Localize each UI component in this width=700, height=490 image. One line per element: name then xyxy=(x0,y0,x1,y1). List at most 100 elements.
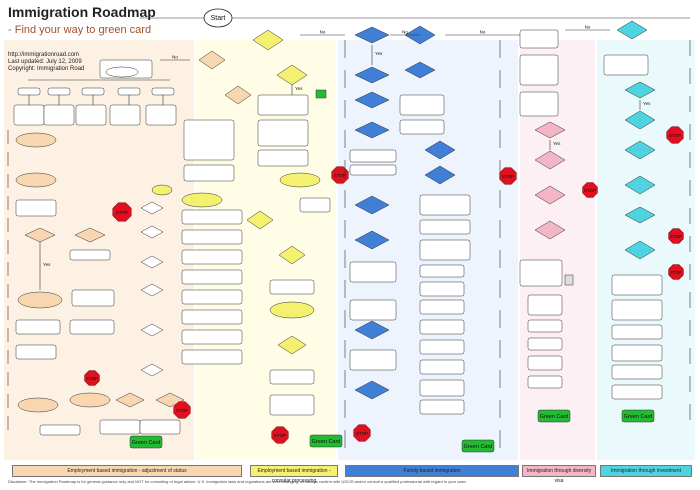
process-box xyxy=(15,319,61,335)
last-updated: Last updated: July 12, 2009 xyxy=(8,59,82,65)
process-box xyxy=(117,87,141,96)
decision-diamond xyxy=(276,64,308,86)
stop-label: STOP xyxy=(584,188,596,193)
legend-employment-cp: Employment based immigration - consular … xyxy=(250,465,338,484)
yes-connector-label: Yes xyxy=(375,51,383,56)
process-box xyxy=(527,294,563,316)
process-box xyxy=(527,375,563,389)
process-box xyxy=(419,379,465,397)
process-box xyxy=(519,91,559,117)
process-box xyxy=(419,264,465,278)
decision-diamond xyxy=(140,255,164,269)
stop-label: STOP xyxy=(356,431,368,436)
process-box xyxy=(611,299,663,321)
decision-diamond xyxy=(354,195,390,215)
process-box xyxy=(181,269,243,285)
stop-label: STOP xyxy=(669,133,681,138)
process-box xyxy=(349,149,397,163)
process-box xyxy=(519,29,559,49)
decision-diamond xyxy=(140,201,164,215)
process-box xyxy=(349,299,397,321)
yes-badge xyxy=(315,89,327,99)
decision-diamond xyxy=(404,61,436,79)
decision-diamond xyxy=(278,245,306,265)
decision-diamond xyxy=(354,91,390,109)
stop-label: STOP xyxy=(274,433,286,438)
stop-sign xyxy=(112,202,132,222)
decision-oval xyxy=(151,184,173,196)
decision-oval xyxy=(17,397,59,413)
no-connector-label: No xyxy=(402,30,408,35)
process-box xyxy=(145,104,177,126)
process-box xyxy=(537,409,571,423)
process-box xyxy=(419,219,471,235)
decision-diamond xyxy=(624,206,656,224)
decision-diamond xyxy=(74,227,106,243)
process-box xyxy=(39,424,81,436)
decision-diamond xyxy=(198,50,226,70)
decision-diamond xyxy=(424,140,456,160)
process-box xyxy=(309,434,343,448)
process-box xyxy=(181,229,243,245)
decision-diamond xyxy=(534,150,566,170)
decision-diamond xyxy=(354,26,390,44)
stop-label: STOP xyxy=(86,376,98,381)
process-box xyxy=(461,439,495,453)
decision-diamond xyxy=(140,225,164,239)
yes-connector-label: Yes xyxy=(553,141,561,146)
process-box xyxy=(13,104,45,126)
stop-sign xyxy=(666,126,684,144)
computer-icon xyxy=(564,274,574,286)
process-box xyxy=(399,94,445,116)
process-box xyxy=(269,394,315,416)
process-box xyxy=(129,435,163,449)
process-box xyxy=(621,409,655,423)
process-box xyxy=(99,419,141,435)
no-connector-label: No xyxy=(585,25,591,30)
decision-diamond xyxy=(424,165,456,185)
process-box xyxy=(181,289,243,305)
no-connector-label: No xyxy=(320,30,326,35)
process-box xyxy=(419,281,465,297)
process-box xyxy=(183,119,235,161)
process-box xyxy=(611,384,663,400)
process-box xyxy=(419,299,465,315)
stop-sign xyxy=(353,424,371,442)
process-box xyxy=(257,119,309,147)
decision-oval xyxy=(15,132,57,148)
process-box xyxy=(181,249,243,265)
process-box xyxy=(181,329,243,345)
decision-oval xyxy=(269,301,315,319)
decision-diamond xyxy=(534,185,566,205)
copyright: Copyright: Immigration Road xyxy=(8,66,85,72)
process-box xyxy=(15,344,57,360)
process-box xyxy=(349,349,397,371)
decision-diamond xyxy=(140,283,164,297)
disclaimer: Disclaimer: The Immigration Roadmap is f… xyxy=(8,479,467,484)
no-connector-label: No xyxy=(480,30,486,35)
process-box xyxy=(71,289,115,307)
decision-oval xyxy=(69,392,111,408)
decision-diamond xyxy=(354,320,390,340)
legend-diversity: Immigration through diversity visa xyxy=(522,465,596,484)
site-url[interactable]: http://immigrationroad.com xyxy=(8,52,80,58)
decision-diamond xyxy=(616,20,648,40)
decision-diamond xyxy=(624,175,656,195)
stop-label: STOP xyxy=(334,173,346,178)
process-box xyxy=(69,319,115,335)
decision-diamond xyxy=(115,392,145,408)
decision-diamond xyxy=(624,110,656,130)
decision-oval xyxy=(105,66,139,78)
process-box xyxy=(611,364,663,380)
process-box xyxy=(109,104,141,126)
decision-diamond xyxy=(140,363,164,377)
decision-diamond xyxy=(140,323,164,337)
process-box xyxy=(81,87,105,96)
process-box xyxy=(75,104,107,126)
process-box xyxy=(151,87,175,96)
yes-connector-label: Yes xyxy=(643,101,651,106)
process-box xyxy=(399,119,445,135)
stop-label: STOP xyxy=(176,408,188,413)
